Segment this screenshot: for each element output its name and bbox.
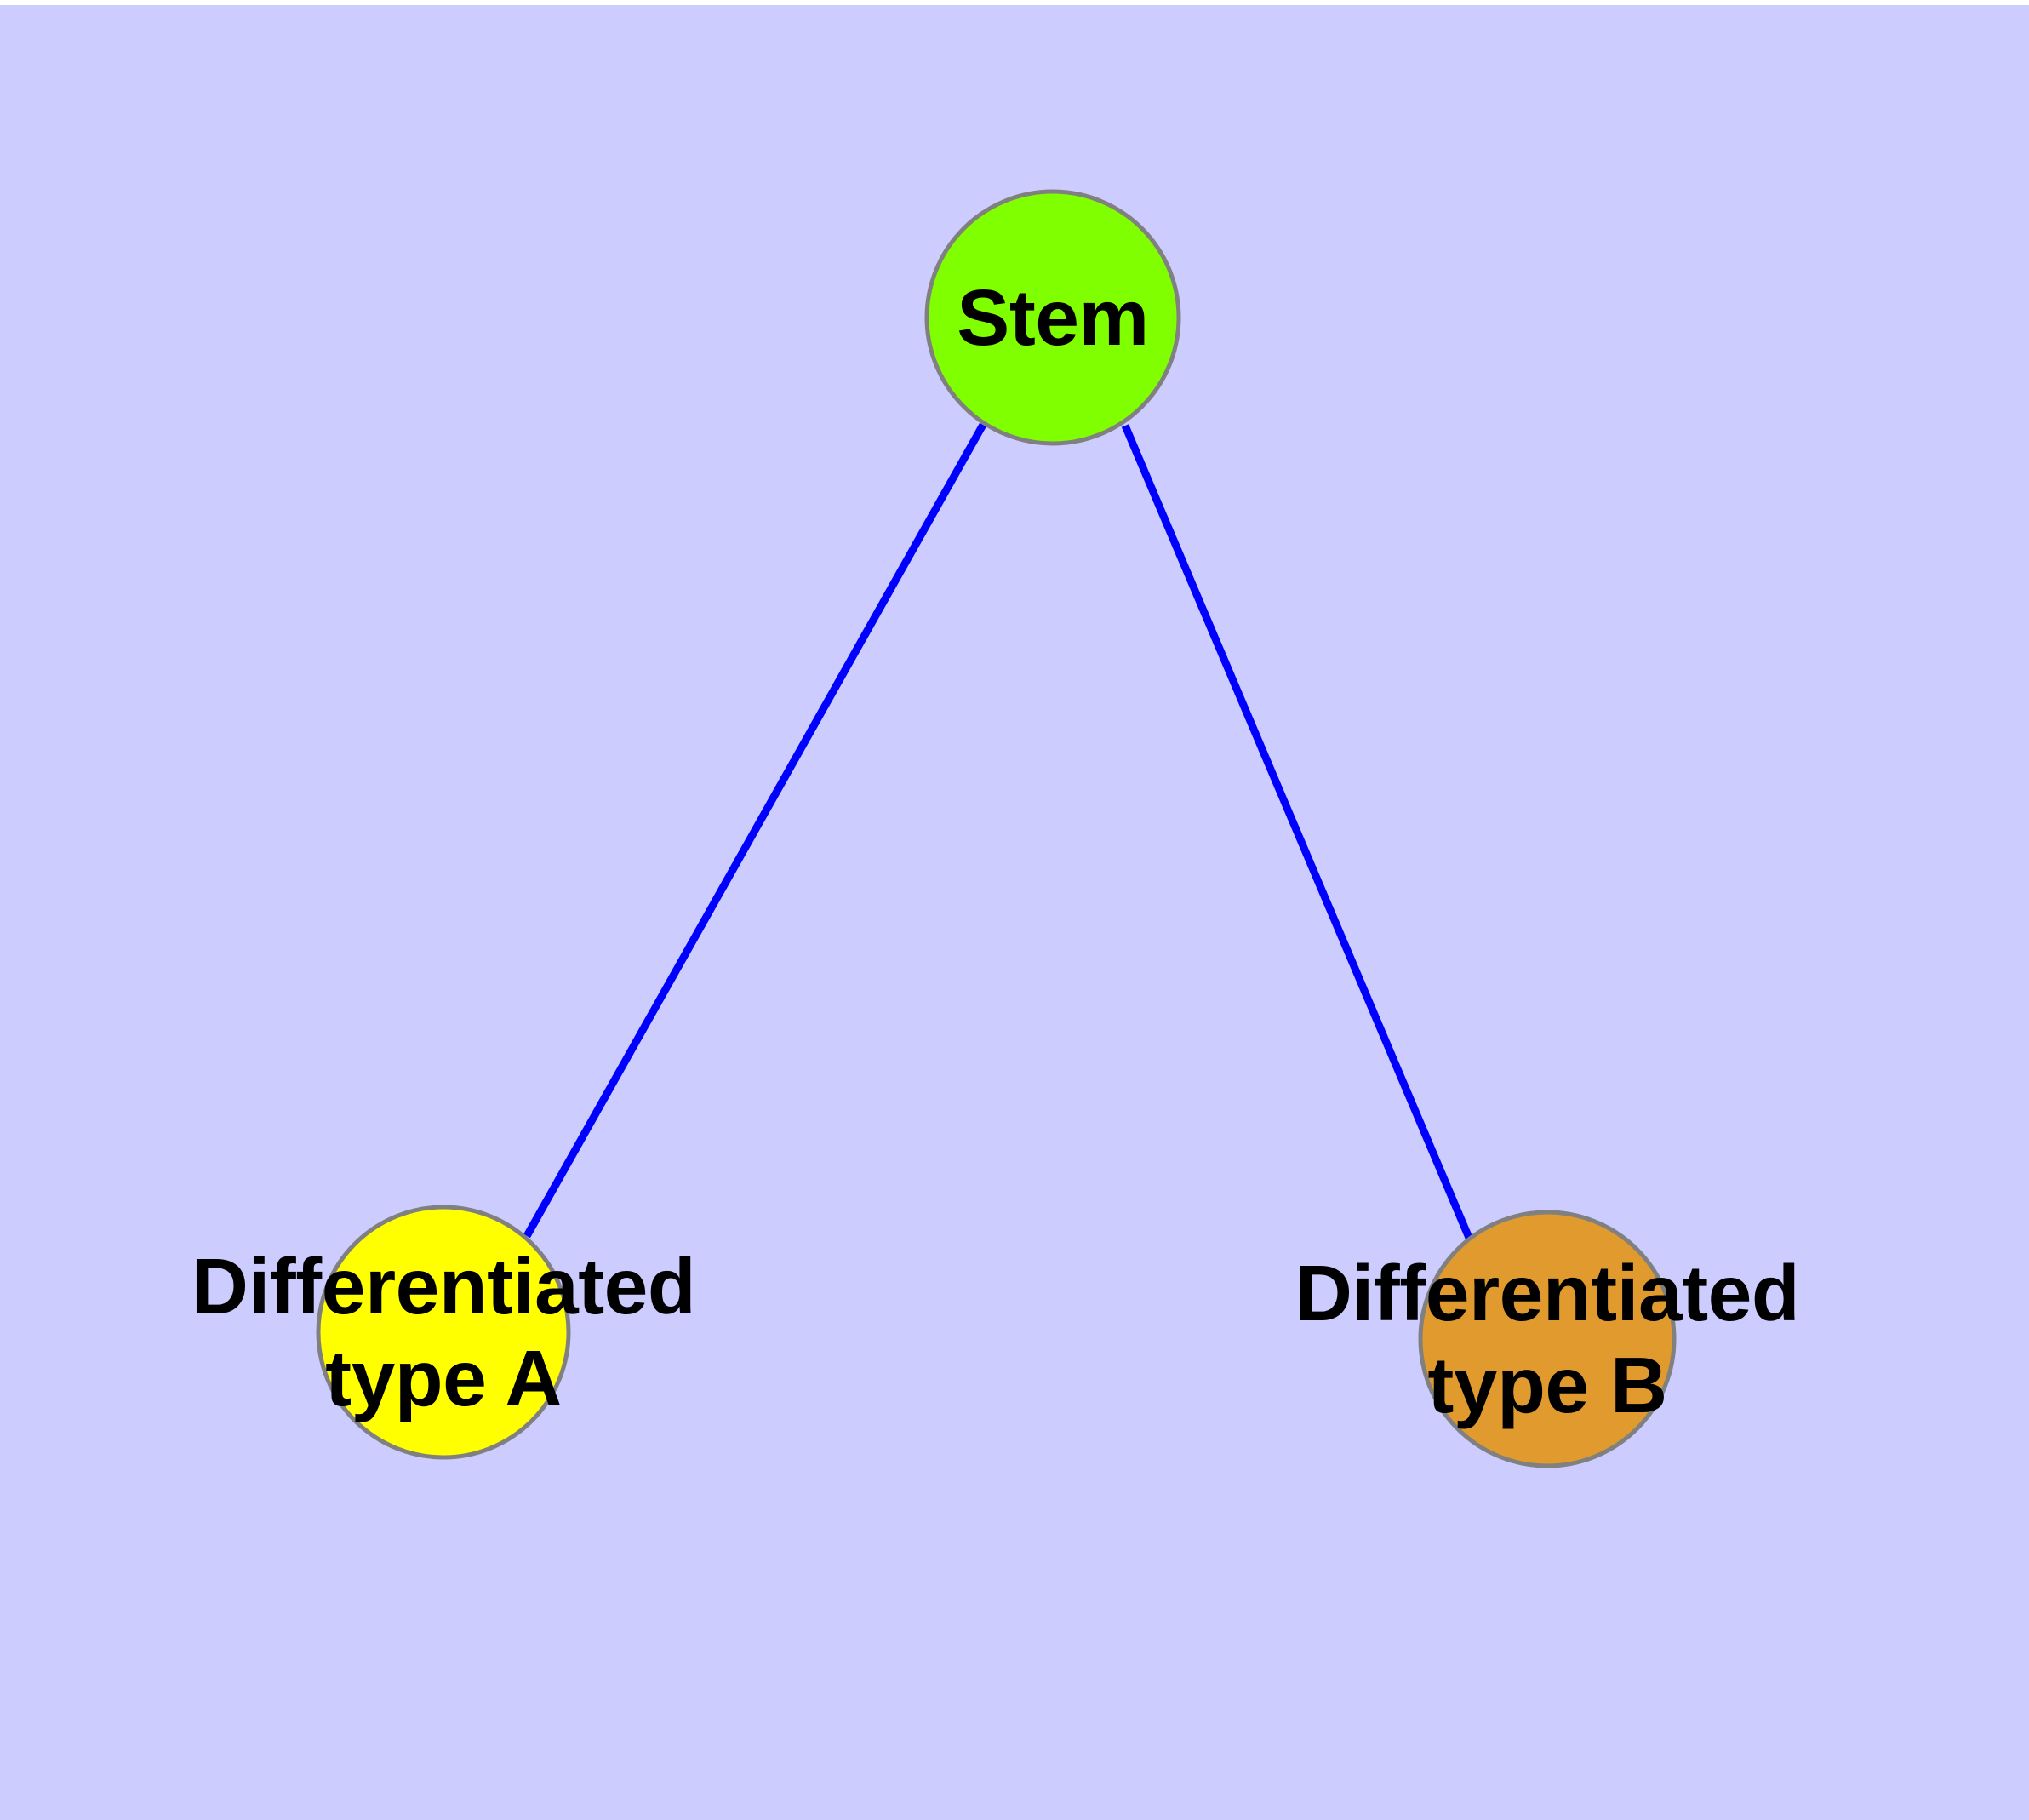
edge-layer	[523, 422, 1473, 1239]
node-layer	[316, 189, 1677, 1468]
node-differentiated-type-a[interactable]	[316, 1205, 571, 1460]
node-stem[interactable]	[924, 189, 1181, 446]
edge-stem-to-differentiated-type-b	[1121, 424, 1473, 1239]
node-differentiated-type-b[interactable]	[1418, 1210, 1677, 1468]
edge-stem-to-differentiated-type-a	[523, 422, 986, 1239]
